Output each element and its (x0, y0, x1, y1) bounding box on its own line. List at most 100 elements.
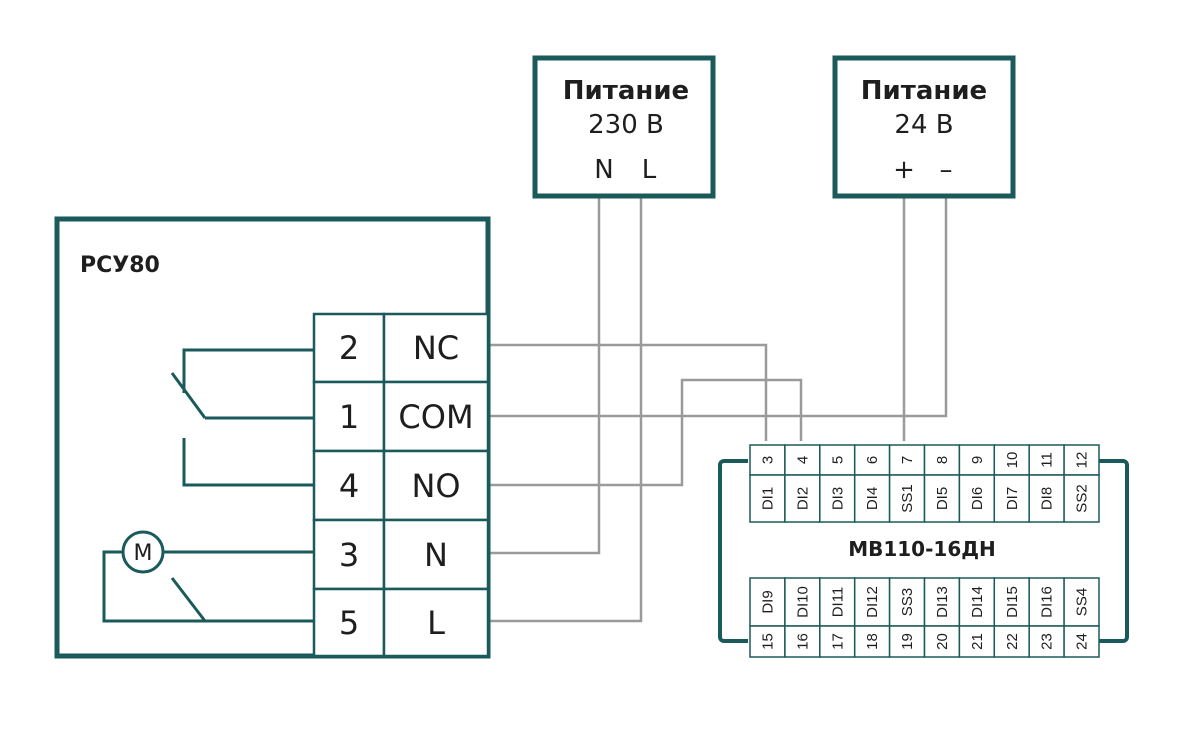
module-top-label-di1-cell (749, 474, 786, 523)
module-bottom-label-ss3: SS3 (899, 588, 916, 616)
device-rsu80: РСУ80 M 2 NC (54, 216, 491, 659)
module-bottom-label-ss4: SS4 (1074, 588, 1091, 616)
module-bottom-number-18: 18 (864, 633, 881, 650)
module-bottom-number-20: 20 (934, 633, 951, 650)
power-230-pin-l: L (642, 155, 657, 185)
module-top-label-di1: DI1 (759, 487, 776, 510)
power-supply-24: Питание 24 В + – (832, 55, 1016, 199)
module-bottom-label-di9: DI9 (759, 590, 776, 613)
wire-no-di2 (490, 378, 803, 487)
wires (490, 196, 948, 623)
module-top-number-7: 7 (899, 456, 916, 464)
module-bottom-number-16: 16 (794, 633, 811, 650)
module-bottom-number-19: 19 (899, 633, 916, 650)
module-top-label-di5: DI5 (934, 487, 951, 510)
terminal-num-2: 1 (339, 398, 359, 436)
module-bottom-label-di11: DI11 (829, 587, 846, 618)
module-top-label-di4-cell (853, 474, 891, 523)
module-bottom-terminals: DI9 DI10 DI11 DI12 SS3 DI13 DI14 DI15 DI16 SS4 15 1… (749, 577, 1100, 658)
module-top-label-di6-cell (958, 474, 996, 523)
module-top-number-12: 12 (1074, 452, 1091, 469)
module-bottom-label-di16-cell (1028, 577, 1065, 627)
module-bottom-label-di12: DI12 (864, 586, 881, 618)
module-bottom-label-di12-cell (853, 577, 891, 627)
wire-230-l (490, 196, 643, 623)
module-bottom-label-di10: DI10 (794, 586, 811, 618)
module-top-number-9: 9 (969, 456, 986, 464)
terminal-num-5: 5 (339, 604, 359, 642)
terminal-num-3: 4 (339, 467, 359, 505)
module-bottom-number-24-cell (1063, 625, 1100, 658)
terminal-label-4: N (424, 536, 448, 574)
module-top-number-6-cell (853, 444, 891, 476)
module-bottom-label-di14-cell (958, 577, 996, 627)
terminal-label-5: L (427, 604, 445, 642)
power-230-voltage: 230 В (588, 110, 664, 140)
module-bottom-number-24: 24 (1074, 633, 1091, 650)
module-bottom-label-di15: DI15 (1004, 586, 1021, 618)
wire-230-n (490, 196, 601, 555)
module-top-label-di5-cell (923, 474, 961, 523)
wire-nc-di1 (490, 343, 768, 445)
power-230-box (532, 55, 716, 199)
module-bottom-label-di11-cell (819, 577, 856, 627)
terminal-block: 2 NC 1 COM 4 NO 3 N 5 L (312, 312, 490, 658)
module-top-label-ss2: SS2 (1074, 484, 1091, 512)
module-top-number-8: 8 (934, 456, 951, 464)
module-top-number-3: 3 (759, 456, 776, 464)
module-top-label-di2-cell (784, 474, 821, 523)
terminal-label-3: NO (411, 467, 460, 505)
terminal-label-2: COM (398, 398, 473, 436)
module-top-label-di2: DI2 (794, 487, 811, 510)
module-top-number-3-cell (749, 444, 786, 476)
module-top-label-di3: DI3 (829, 487, 846, 510)
module-bottom-number-21: 21 (969, 633, 986, 650)
module-bottom-number-16-cell (784, 625, 821, 658)
terminal-num-4: 3 (339, 536, 359, 574)
module-top-number-6: 6 (864, 456, 881, 464)
module-top-label-di8: DI8 (1039, 487, 1056, 510)
module-bottom-number-21-cell (958, 625, 996, 658)
motor-symbol: M (102, 530, 314, 623)
module-top-number-11: 11 (1039, 452, 1056, 468)
module-top-number-5-cell (819, 444, 856, 476)
power-supply-230: Питание 230 В N L (532, 55, 716, 199)
module-top-label-di7-cell (993, 474, 1030, 523)
terminal-label-1: NC (413, 329, 459, 367)
module-top-label-ss1: SS1 (899, 484, 916, 512)
module-top-label-di4: DI4 (864, 487, 881, 510)
power-24-pin-minus: – (940, 155, 953, 185)
module-top-number-4: 4 (794, 456, 811, 464)
module-top-number-12-cell (1063, 444, 1100, 476)
power-230-title: Питание (563, 76, 689, 106)
module-top-label-di6: DI6 (969, 487, 986, 510)
module-name: МВ110-16ДН (848, 537, 996, 561)
power-24-title: Питание (861, 76, 987, 106)
module-top-label-ss2-cell (1063, 474, 1100, 523)
module-bottom-number-19-cell (888, 625, 926, 658)
module-bottom-label-di16: DI16 (1039, 586, 1056, 618)
module-bottom-number-17: 17 (829, 633, 846, 650)
module-bottom-label-di13: DI13 (934, 586, 951, 618)
module-top-label-di7: DI7 (1004, 487, 1021, 510)
wire-24-minus (490, 196, 948, 418)
power-24-pin-plus: + (893, 155, 915, 185)
module-top-number-5: 5 (829, 456, 846, 464)
power-230-pin-n: N (594, 155, 613, 185)
module-bottom-number-23: 23 (1039, 633, 1056, 650)
module-bottom-number-22: 22 (1004, 633, 1021, 650)
device-name: РСУ80 (80, 253, 160, 278)
module-bottom-number-15: 15 (759, 633, 776, 650)
module-bottom-number-20-cell (923, 625, 961, 658)
motor-label: M (134, 541, 153, 566)
module-bottom-number-15-cell (749, 625, 786, 658)
module-top-number-10-cell (993, 444, 1030, 476)
power-24-box (832, 55, 1016, 199)
module-bottom-label-ss4-cell (1063, 577, 1100, 627)
module-top-number-10: 10 (1004, 452, 1021, 469)
module-bottom-label-di14: DI14 (969, 586, 986, 618)
relay-contact-symbol (170, 348, 314, 487)
